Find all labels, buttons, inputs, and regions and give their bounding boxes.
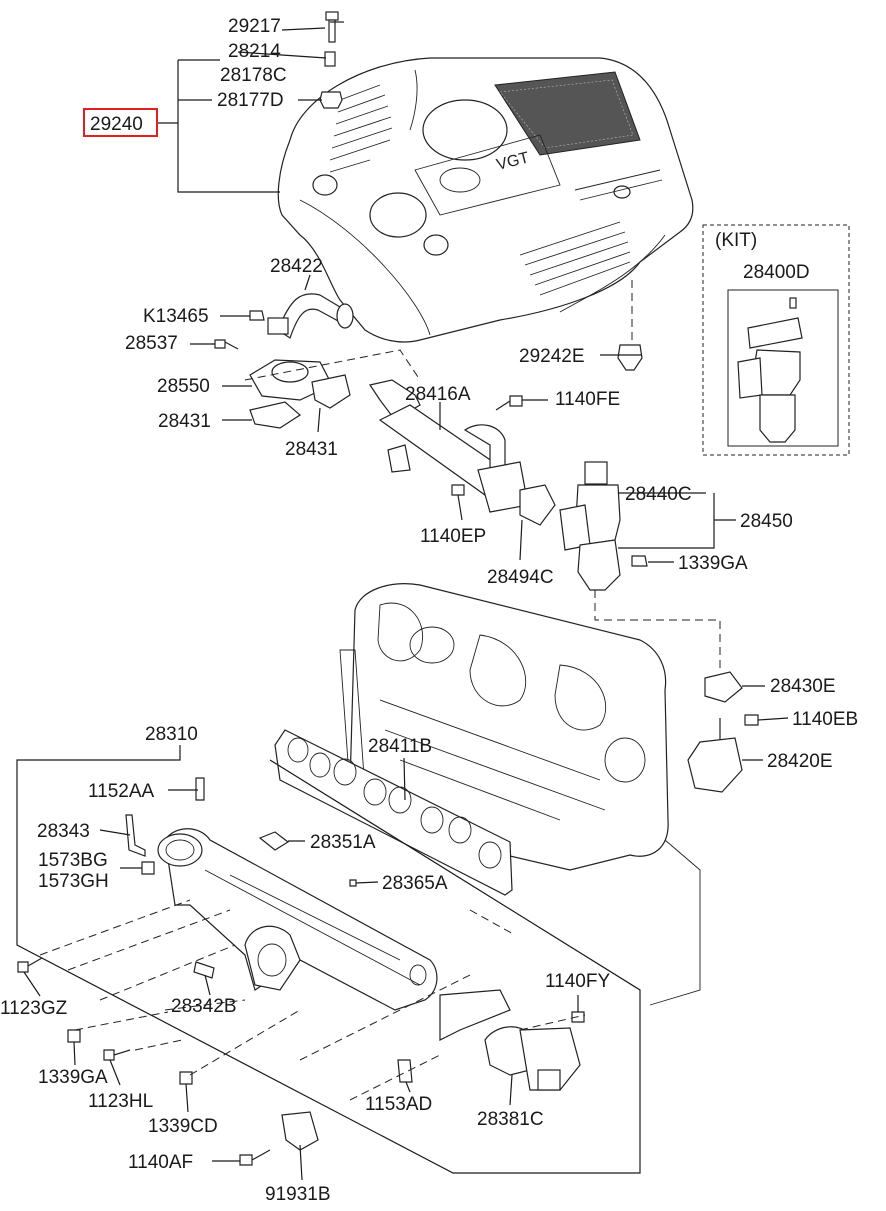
clip-29242E <box>617 344 643 371</box>
label-1140EP[interactable]: 1140EP <box>420 526 486 547</box>
leader-lines <box>23 27 789 1181</box>
label-28420E[interactable]: 28420E <box>767 751 833 772</box>
label-91931B[interactable]: 91931B <box>265 1184 331 1205</box>
part-labels: 29217 28214 28178C 28177D 29240 28422 K1… <box>0 16 858 1205</box>
nut-k13465 <box>249 310 265 321</box>
label-28416A[interactable]: 28416A <box>405 384 471 405</box>
label-28177D[interactable]: 28177D <box>217 90 284 111</box>
label-29217[interactable]: 29217 <box>228 16 281 37</box>
kit-box <box>702 224 850 456</box>
label-28422[interactable]: 28422 <box>270 256 323 277</box>
collar-28214 <box>324 51 336 67</box>
gasket-28431-right <box>311 374 351 409</box>
plate-28351A <box>258 831 290 851</box>
label-1573GH[interactable]: 1573GH <box>38 871 109 892</box>
stud-1152AA <box>195 777 205 801</box>
egr-cooler-28416A <box>369 379 529 513</box>
label-28431-right[interactable]: 28431 <box>285 439 338 460</box>
label-1339CD[interactable]: 1339CD <box>148 1116 218 1137</box>
plug-1573BG <box>141 861 155 875</box>
label-28494C[interactable]: 28494C <box>487 567 554 588</box>
label-29242E[interactable]: 29242E <box>519 346 585 367</box>
highlight-box-29240 <box>83 108 158 137</box>
label-28351A[interactable]: 28351A <box>310 832 376 853</box>
label-1339GA-bottom[interactable]: 1339GA <box>38 1067 108 1088</box>
label-kit[interactable]: (KIT) <box>715 230 757 251</box>
tube-28343 <box>125 814 146 857</box>
throttle-body-28381C <box>439 989 581 1091</box>
bracket-28420E <box>687 737 743 793</box>
label-28400D[interactable]: 28400D <box>743 262 810 283</box>
cylinder-head <box>339 583 701 1006</box>
label-28440C[interactable]: 28440C <box>625 484 692 505</box>
elbow-28550 <box>249 359 333 401</box>
bolt-29217 <box>325 11 339 43</box>
label-28381C[interactable]: 28381C <box>477 1109 544 1130</box>
label-1140FY[interactable]: 1140FY <box>545 971 610 992</box>
bolt-28537 <box>214 339 239 350</box>
label-28342B[interactable]: 28342B <box>171 996 237 1017</box>
label-28214[interactable]: 28214 <box>228 41 281 62</box>
label-1140FE[interactable]: 1140FE <box>555 389 620 410</box>
label-28431-left[interactable]: 28431 <box>158 411 211 432</box>
kit-inner-box <box>727 289 839 447</box>
label-1573BG[interactable]: 1573BG <box>38 850 108 871</box>
label-1140EB[interactable]: 1140EB <box>792 709 858 730</box>
label-28411B[interactable]: 28411B <box>368 736 432 757</box>
label-1140AF[interactable]: 1140AF <box>128 1152 193 1173</box>
label-28178C[interactable]: 28178C <box>220 65 287 86</box>
bolt-1140FE <box>495 395 523 411</box>
grommet-28177D <box>319 91 343 109</box>
assembly-outline-28310 <box>16 745 641 1174</box>
label-K13465[interactable]: K13465 <box>143 306 209 327</box>
label-28365A[interactable]: 28365A <box>382 873 448 894</box>
label-1123GZ[interactable]: 1123GZ <box>0 998 68 1019</box>
bolt-1153AD <box>397 1059 413 1083</box>
label-1339GA-top[interactable]: 1339GA <box>678 553 748 574</box>
nut-1339GA-top <box>631 555 648 567</box>
pin-28365A <box>349 879 357 887</box>
bracket-91931B <box>281 1111 319 1151</box>
bolt-1123HL <box>103 1049 131 1061</box>
manifold-gasket-28411B <box>274 729 513 896</box>
intake-manifold <box>157 828 438 1011</box>
bolt-1140AF <box>239 1149 271 1166</box>
label-28537[interactable]: 28537 <box>125 333 178 354</box>
gasket-28494C <box>519 484 556 526</box>
label-28450[interactable]: 28450 <box>740 511 793 532</box>
label-1153AD[interactable]: 1153AD <box>365 1094 432 1115</box>
sleeve-28342B <box>193 961 215 979</box>
bolt-1140EP <box>451 484 465 521</box>
egr-valve-28440C <box>559 461 621 591</box>
label-1123HL[interactable]: 1123HL <box>88 1091 153 1112</box>
nut-1339GA-bottom <box>67 1029 81 1043</box>
label-1152AA[interactable]: 1152AA <box>88 781 155 802</box>
label-28310[interactable]: 28310 <box>145 724 198 745</box>
engine-cover: VGT <box>277 57 694 343</box>
kit-egr-valve <box>737 297 803 443</box>
nut-1339CD <box>179 1071 193 1085</box>
gasket-28430E <box>704 671 743 703</box>
label-29240[interactable]: 29240 <box>90 114 143 135</box>
label-28430E[interactable]: 28430E <box>770 676 836 697</box>
gasket-28431-left <box>249 401 301 429</box>
hose-28422 <box>267 293 354 339</box>
label-28550[interactable]: 28550 <box>157 376 210 397</box>
label-28343[interactable]: 28343 <box>37 821 90 842</box>
bolt-1123GZ <box>17 957 43 973</box>
